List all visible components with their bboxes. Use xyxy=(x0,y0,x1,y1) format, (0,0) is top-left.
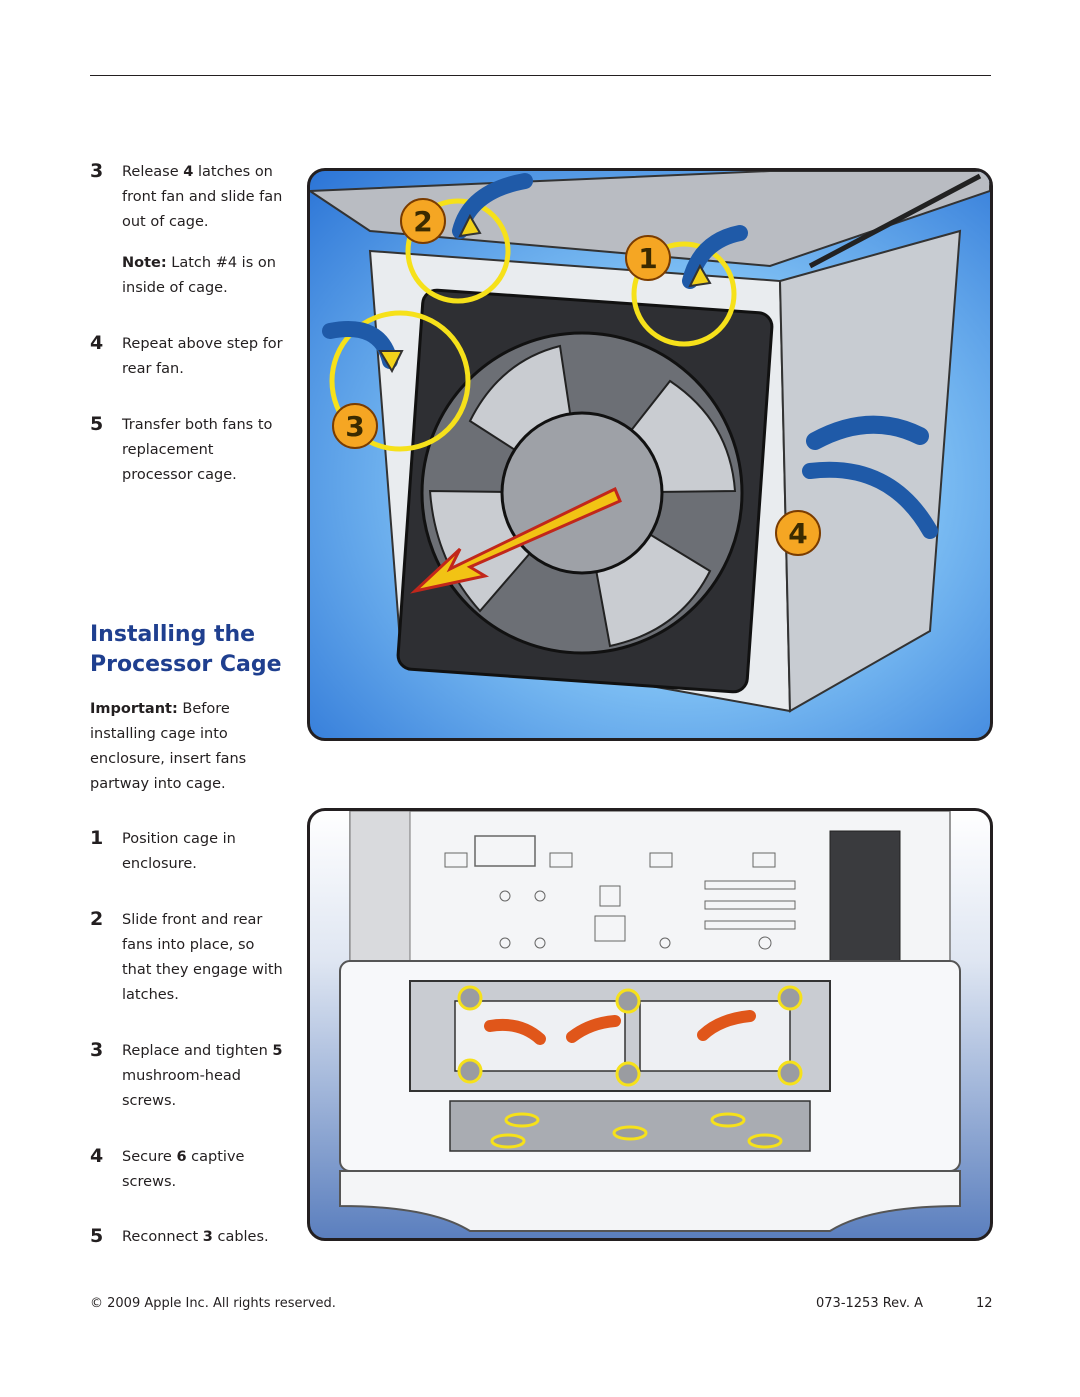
callout-number: 1 xyxy=(638,242,657,275)
step-text: Secure 6 captive screws. xyxy=(122,1149,245,1190)
header-rule xyxy=(90,75,991,76)
cage-installation-drawing xyxy=(339,811,961,1232)
callout-number: 4 xyxy=(788,517,807,550)
callout-number: 3 xyxy=(345,410,364,443)
step-text: Transfer both fans to replacement proces… xyxy=(122,417,273,483)
step-text: Position cage in enclosure. xyxy=(122,831,236,872)
fan-removal-drawing: 2 1 3 4 xyxy=(310,171,990,713)
step-text: Slide front and rear fans into place, so… xyxy=(122,912,283,1003)
cage-installation-illustration xyxy=(307,808,993,1241)
step-number: 5 xyxy=(90,1225,104,1247)
note-text: Latch #4 is on inside of cage. xyxy=(122,255,276,296)
step-text: Replace and tighten 5 mushroom-head scre… xyxy=(122,1043,283,1109)
important-notice: Important: Before installing cage into e… xyxy=(90,697,290,797)
step-text: Release 4 latches on front fan and slide… xyxy=(122,164,283,230)
step-number: 3 xyxy=(90,160,104,182)
page-number: 12 xyxy=(976,1296,993,1311)
step-number: 3 xyxy=(90,1039,104,1061)
step-number: 1 xyxy=(90,827,104,849)
note-latch: Note: Latch #4 is on inside of cage. xyxy=(122,251,292,301)
step-text: Reconnect 3 cables. xyxy=(122,1229,269,1245)
callout-number: 2 xyxy=(413,205,432,238)
step-number: 4 xyxy=(90,1145,104,1167)
section-title: Installing the Processor Cage xyxy=(90,622,282,677)
step-text: Repeat above step for rear fan. xyxy=(122,336,283,377)
copyright-notice: © 2009 Apple Inc. All rights reserved. xyxy=(90,1296,336,1311)
fan-removal-illustration: 2 1 3 4 xyxy=(307,168,993,741)
important-text: Before installing cage into enclosure, i… xyxy=(90,701,247,792)
step-number: 4 xyxy=(90,332,104,354)
important-label: Important: xyxy=(90,701,178,717)
note-label: Note: xyxy=(122,255,167,271)
step-number: 2 xyxy=(90,908,104,930)
document-number: 073-1253 Rev. A xyxy=(816,1296,924,1311)
step-number: 5 xyxy=(90,413,104,435)
